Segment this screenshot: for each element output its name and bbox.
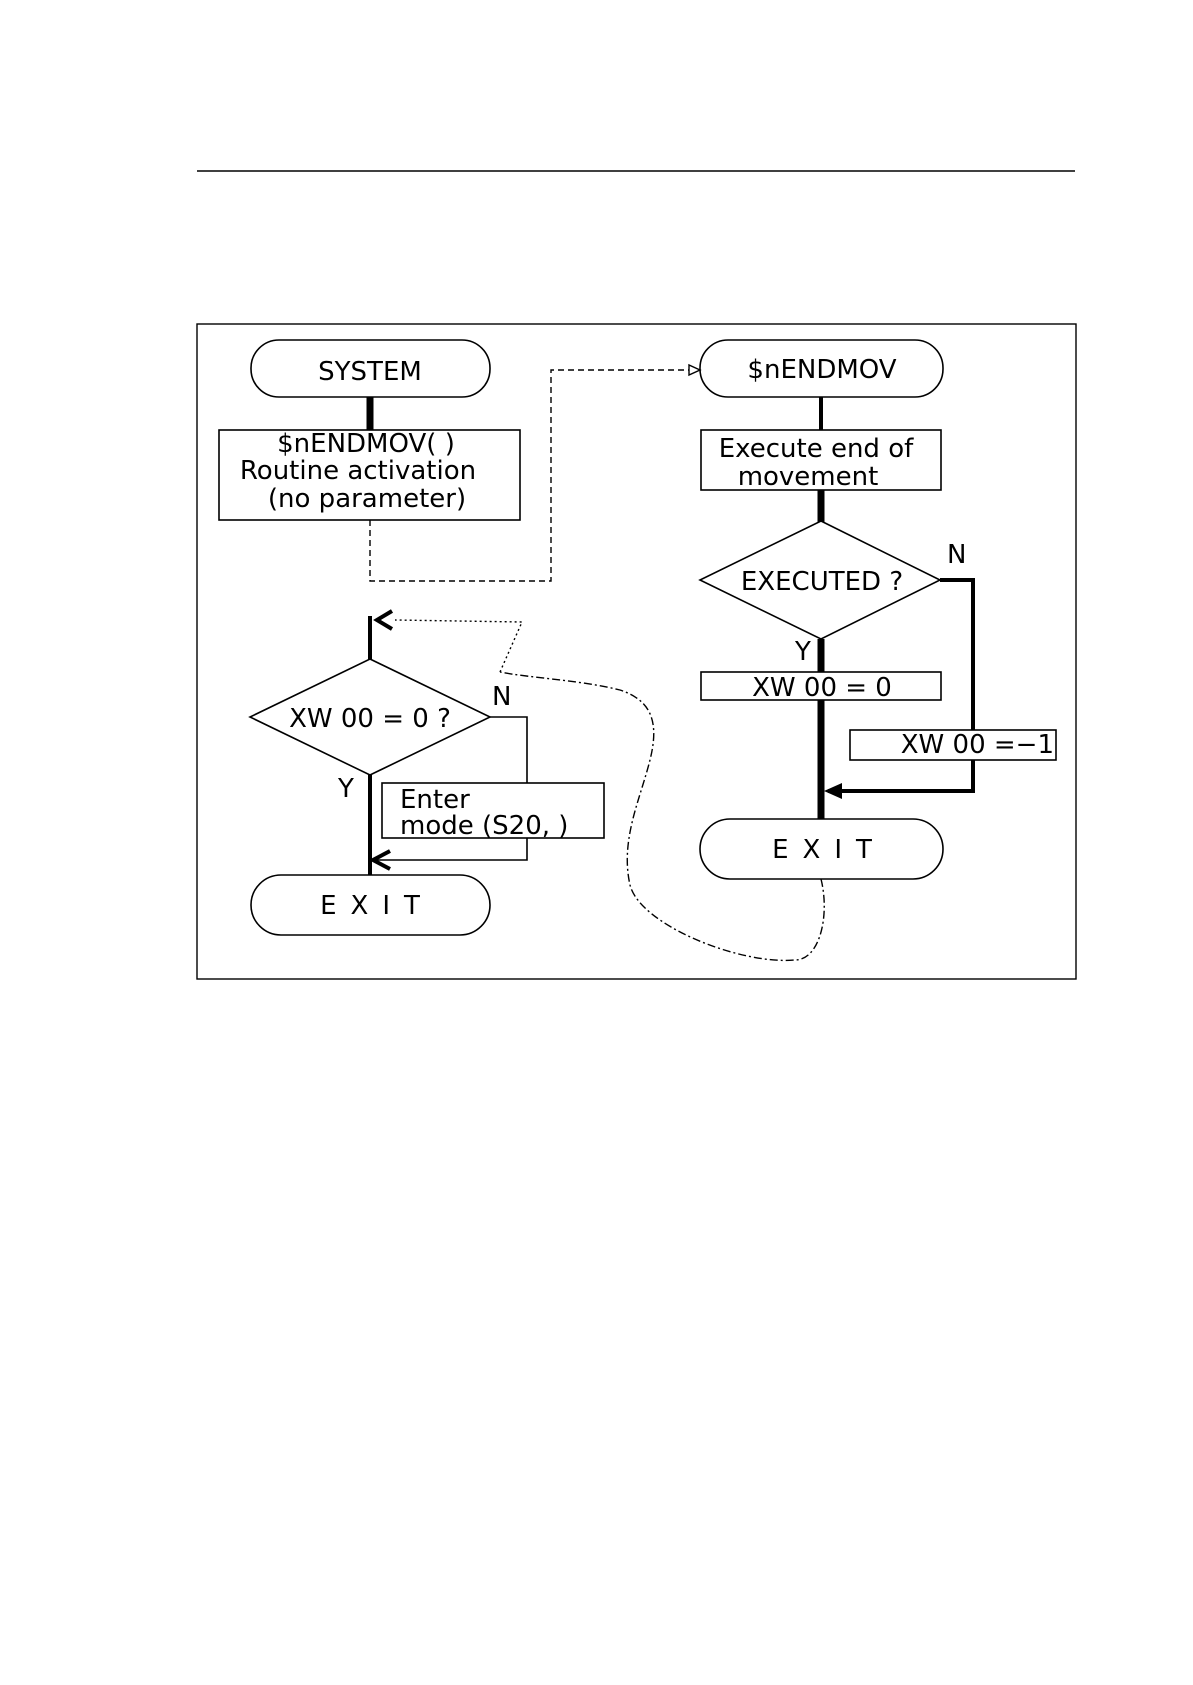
call-connector-arrowhead [689,365,700,375]
right-execute-line-2: movement [738,462,879,492]
return-connector-zigzag [395,620,522,672]
left-exit-label: EXIT [320,891,434,921]
right-yes-box-label: XW 00 = 0 [752,673,892,703]
left-decision-no-label: N [492,682,511,712]
left-decision-label: XW 00 = 0 ? [289,704,451,734]
right-decision-no-label: N [947,540,966,570]
left-call-line-1: $nENDMOV( ) [277,429,455,459]
left-start-label: SYSTEM [318,357,422,387]
right-decision-label: EXECUTED ? [741,567,903,597]
right-no-branch-line [940,580,973,730]
right-exit-label: EXIT [772,835,886,865]
right-no-box-label: XW 00 =−1 [901,730,1054,760]
right-no-return-line [828,760,973,791]
left-no-branch-line [490,717,527,783]
left-call-line-3: (no parameter) [268,484,466,514]
right-start-label: $nENDMOV [747,355,896,385]
right-return-arrowhead [824,783,842,799]
left-no-return-line [372,838,527,860]
left-flowchart: SYSTEM $nENDMOV( ) Routine activation (n… [219,340,604,935]
left-decision-yes-label: Y [337,774,354,804]
left-call-line-2: Routine activation [240,456,476,486]
right-execute-line-1: Execute end of [719,434,914,464]
left-enter-line-2: mode (S20, ) [400,811,568,841]
right-flowchart: $nENDMOV Execute end of movement EXECUTE… [700,340,1056,879]
left-entry-arrow [377,611,392,629]
right-decision-yes-label: Y [794,637,811,667]
